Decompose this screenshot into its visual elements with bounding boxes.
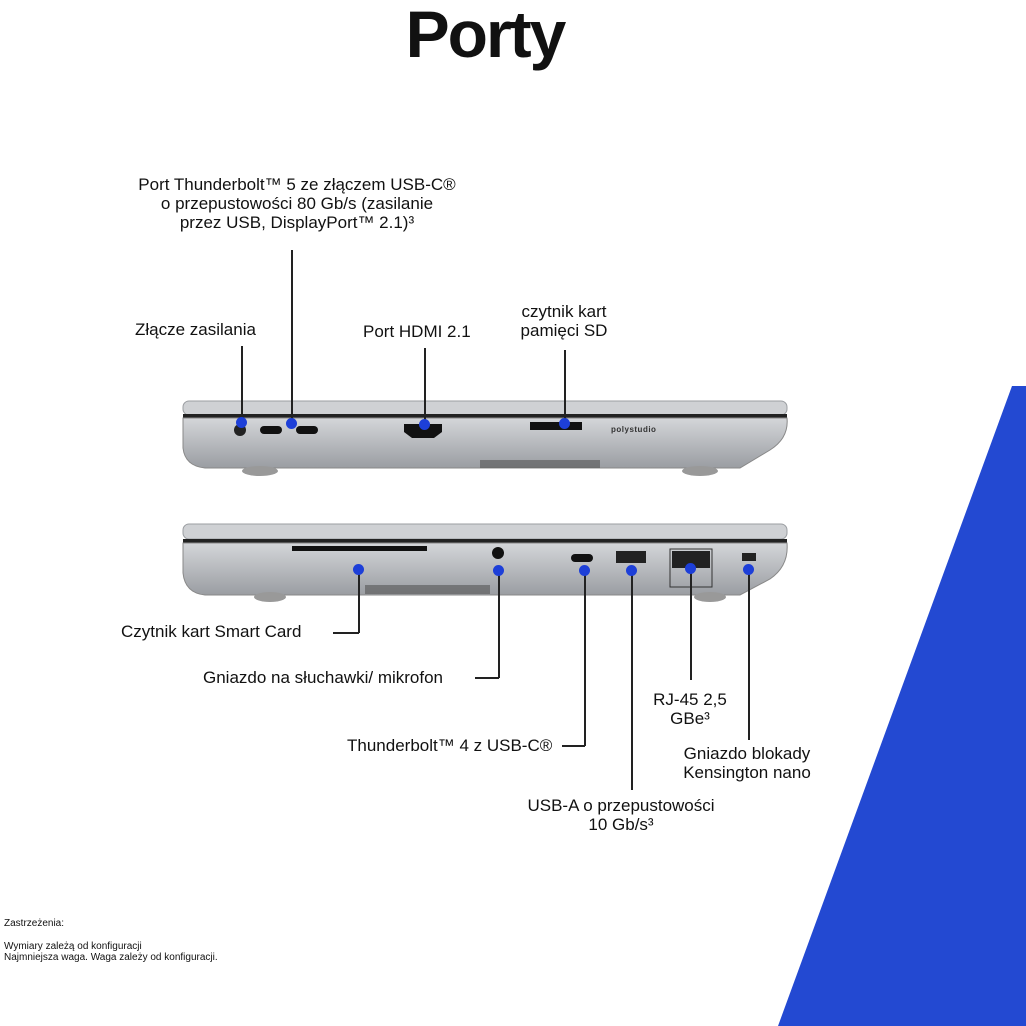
label-line: o przepustowości 80 Gb/s (zasilanie — [160, 194, 434, 213]
label-line: przez USB, DisplayPort™ 2.1)³ — [179, 213, 415, 232]
marker-kensington — [743, 564, 754, 575]
marker-smartcard — [353, 564, 364, 575]
laptop-right-side-view — [182, 523, 788, 602]
label-rj45: RJ-45 2,5 GBe³ — [630, 690, 750, 728]
marker-tb5 — [286, 418, 297, 429]
label-line: pamięci SD — [520, 321, 608, 340]
page-title: Porty — [405, 0, 567, 71]
leader-line-tb5 — [291, 250, 293, 422]
marker-power — [236, 417, 247, 428]
label-audio-jack: Gniazdo na słuchawki/ mikrofon — [203, 668, 444, 687]
polystudio-logo: polystudio — [611, 425, 657, 434]
marker-audio — [493, 565, 504, 576]
label-line: 10 Gb/s³ — [588, 815, 654, 834]
laptop-left-side-view — [182, 400, 788, 476]
label-usba: USB-A o przepustowości 10 Gb/s³ — [511, 796, 731, 834]
marker-usba — [626, 565, 637, 576]
label-smartcard: Czytnik kart Smart Card — [121, 622, 302, 641]
label-line: Port Thunderbolt™ 5 ze złączem USB-C® — [138, 175, 456, 194]
leader-line-tb4 — [584, 570, 586, 746]
label-hdmi: Port HDMI 2.1 — [363, 322, 471, 341]
leader-line-power — [241, 346, 243, 422]
disclaimer-text: Wymiary zależą od konfiguracji Najmniejs… — [4, 941, 218, 963]
label-line: USB-A o przepustowości — [527, 796, 715, 815]
marker-sd — [559, 418, 570, 429]
label-line: GBe³ — [670, 709, 710, 728]
label-line: Kensington nano — [683, 763, 811, 782]
label-thunderbolt4: Thunderbolt™ 4 z USB-C® — [347, 736, 553, 755]
leader-line-smartcard — [358, 570, 360, 633]
marker-hdmi — [419, 419, 430, 430]
leader-line-audio-h — [475, 677, 499, 679]
disclaimer-line: Najmniejsza waga. Waga zależy od konfigu… — [4, 952, 218, 963]
leader-line-sd — [564, 350, 566, 422]
label-thunderbolt5: Port Thunderbolt™ 5 ze złączem USB-C® o … — [117, 175, 477, 232]
leader-line-kensington — [748, 570, 750, 740]
disclaimer-heading: Zastrzeżenia: — [4, 918, 65, 929]
leader-line-tb4-h — [562, 745, 585, 747]
marker-rj45 — [685, 563, 696, 574]
disclaimer-line: Wymiary zależą od konfiguracji — [4, 941, 142, 952]
label-sd-reader: czytnik kart pamięci SD — [494, 302, 634, 340]
leader-line-smartcard-h — [333, 632, 359, 634]
leader-line-audio — [498, 570, 500, 678]
marker-tb4 — [579, 565, 590, 576]
leader-line-rj45 — [690, 568, 692, 680]
leader-line-usba — [631, 570, 633, 790]
label-line: czytnik kart — [521, 302, 607, 321]
label-power-connector: Złącze zasilania — [135, 320, 256, 339]
label-line: Gniazdo blokady — [683, 744, 811, 763]
leader-line-hdmi — [424, 348, 426, 424]
label-kensington: Gniazdo blokady Kensington nano — [672, 744, 822, 782]
label-line: RJ-45 2,5 — [653, 690, 727, 709]
